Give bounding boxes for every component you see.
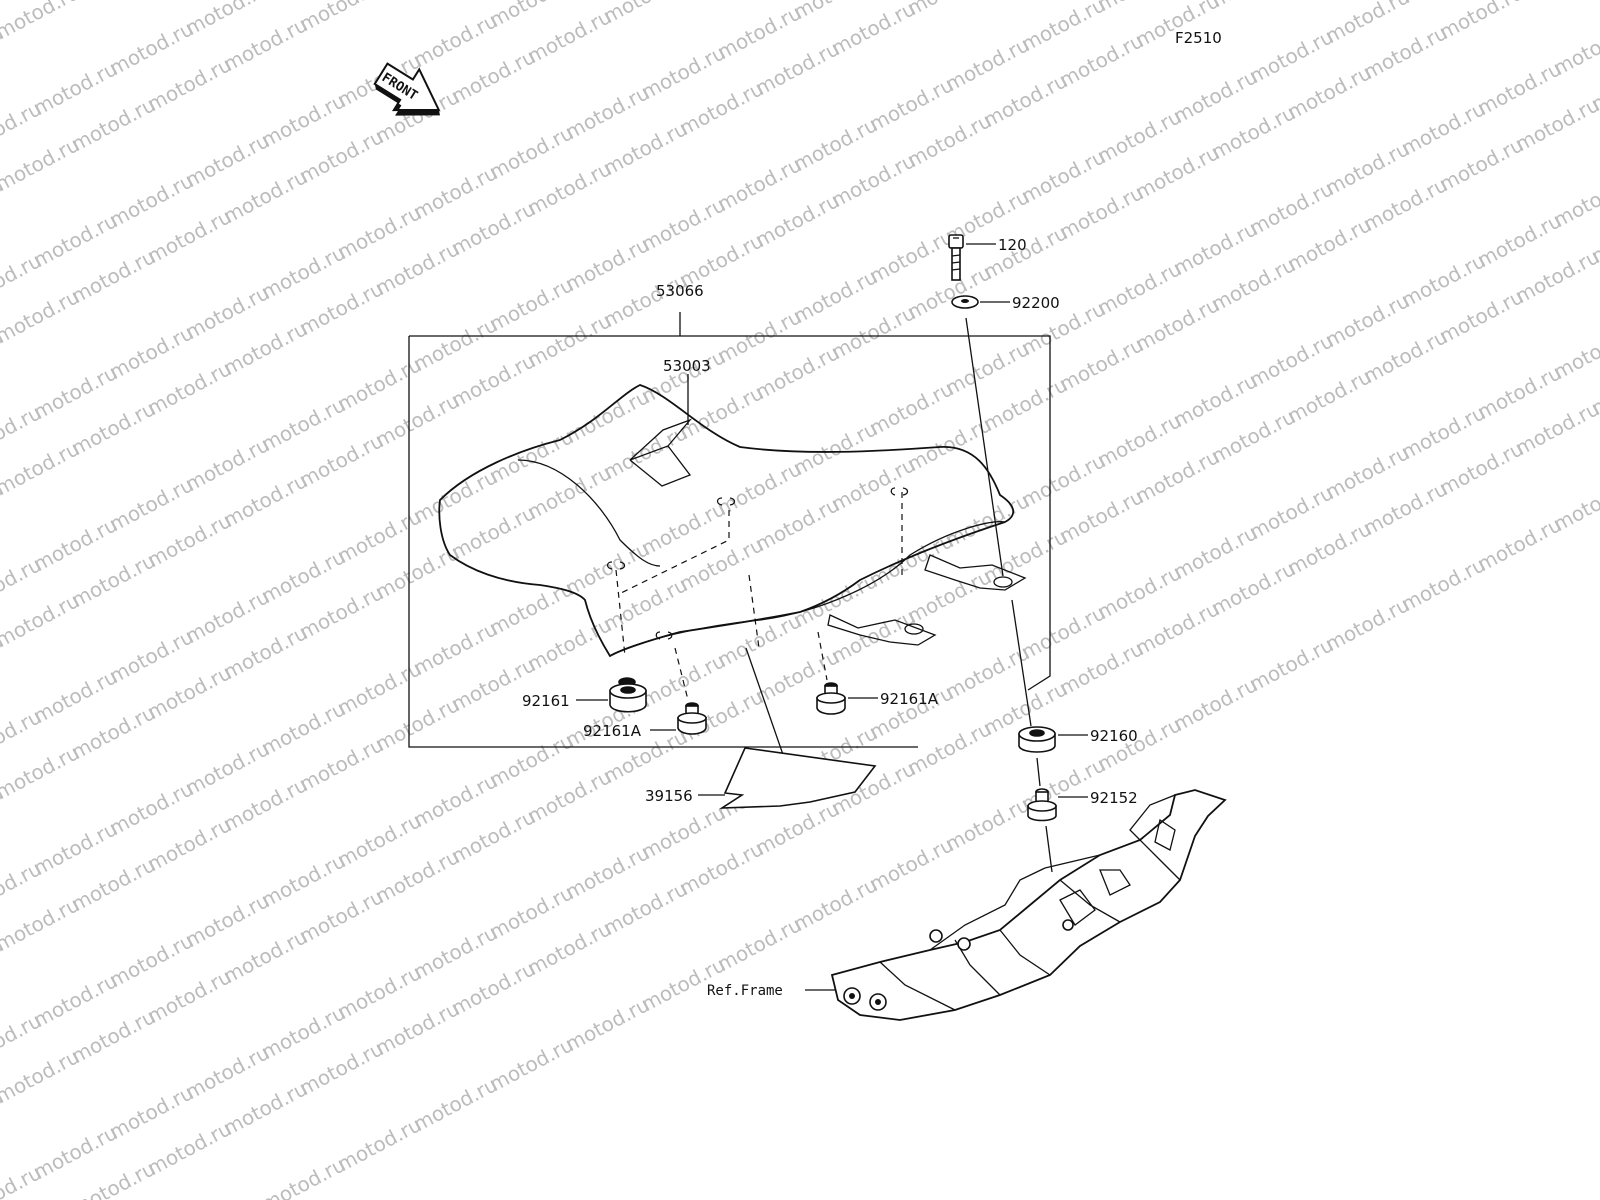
part-label-53066: 53066	[656, 282, 704, 300]
bolt-axis-line	[965, 317, 1004, 577]
watermark-text: motod.ru	[67, 0, 159, 4]
collar-axis-line	[1036, 757, 1041, 787]
watermark-text: motod.ru	[1549, 472, 1600, 536]
watermark-text: motod.ru	[1511, 92, 1600, 156]
watermark-text: motod.ru	[1549, 168, 1600, 232]
watermark-text: motod.ru	[295, 0, 387, 36]
grommet-92161A-right	[816, 682, 878, 715]
watermark-text: motod.ru	[827, 0, 919, 60]
dashed-attachment-lines	[615, 492, 903, 701]
frame-ref	[805, 789, 1227, 1021]
part-label-92200: 92200	[1012, 294, 1060, 312]
part-label-92160: 92160	[1090, 727, 1138, 745]
watermark-text: motod.ru	[903, 0, 995, 20]
part-label-92161: 92161	[522, 692, 570, 710]
grommet-92161	[576, 677, 647, 713]
part-label-120: 120	[998, 236, 1027, 254]
watermark-text: motod.ru	[599, 0, 691, 28]
watermark-text: motod.ru	[1435, 0, 1527, 44]
assembly-bracket-53066	[408, 312, 1051, 748]
watermark-text: motod.ru	[0, 0, 83, 44]
seat-53066	[438, 384, 1027, 658]
grommet-axis-line	[1011, 599, 1032, 727]
watermark-text: motod.ru	[1511, 244, 1600, 308]
watermark-text: motod.ru	[1017, 0, 1109, 56]
part-label-92161A-right: 92161A	[880, 690, 939, 708]
diagram-code: F2510	[1175, 29, 1222, 47]
mat-39156	[698, 647, 877, 809]
watermark-text: motod.ru	[1207, 0, 1299, 12]
watermark-text: motod.ru	[1549, 320, 1600, 384]
grommet-92160	[1018, 726, 1088, 753]
part-label-ref-frame: Ref.Frame	[707, 983, 783, 999]
watermark-text: motod.ru	[1511, 396, 1600, 460]
part-label-53003: 53003	[663, 357, 711, 375]
washer-92200	[951, 295, 1010, 309]
grommet-92161A-left	[650, 702, 707, 735]
watermark-text: motod.ru	[1549, 16, 1600, 80]
bolt-120	[948, 234, 996, 281]
part-label-92161A-left: 92161A	[583, 722, 642, 740]
frame-axis-line	[1045, 825, 1053, 873]
collar-92152	[1027, 788, 1088, 822]
part-label-92152: 92152	[1090, 789, 1138, 807]
watermark-text: motod.ru	[1511, 0, 1600, 4]
part-label-39156: 39156	[645, 787, 693, 805]
